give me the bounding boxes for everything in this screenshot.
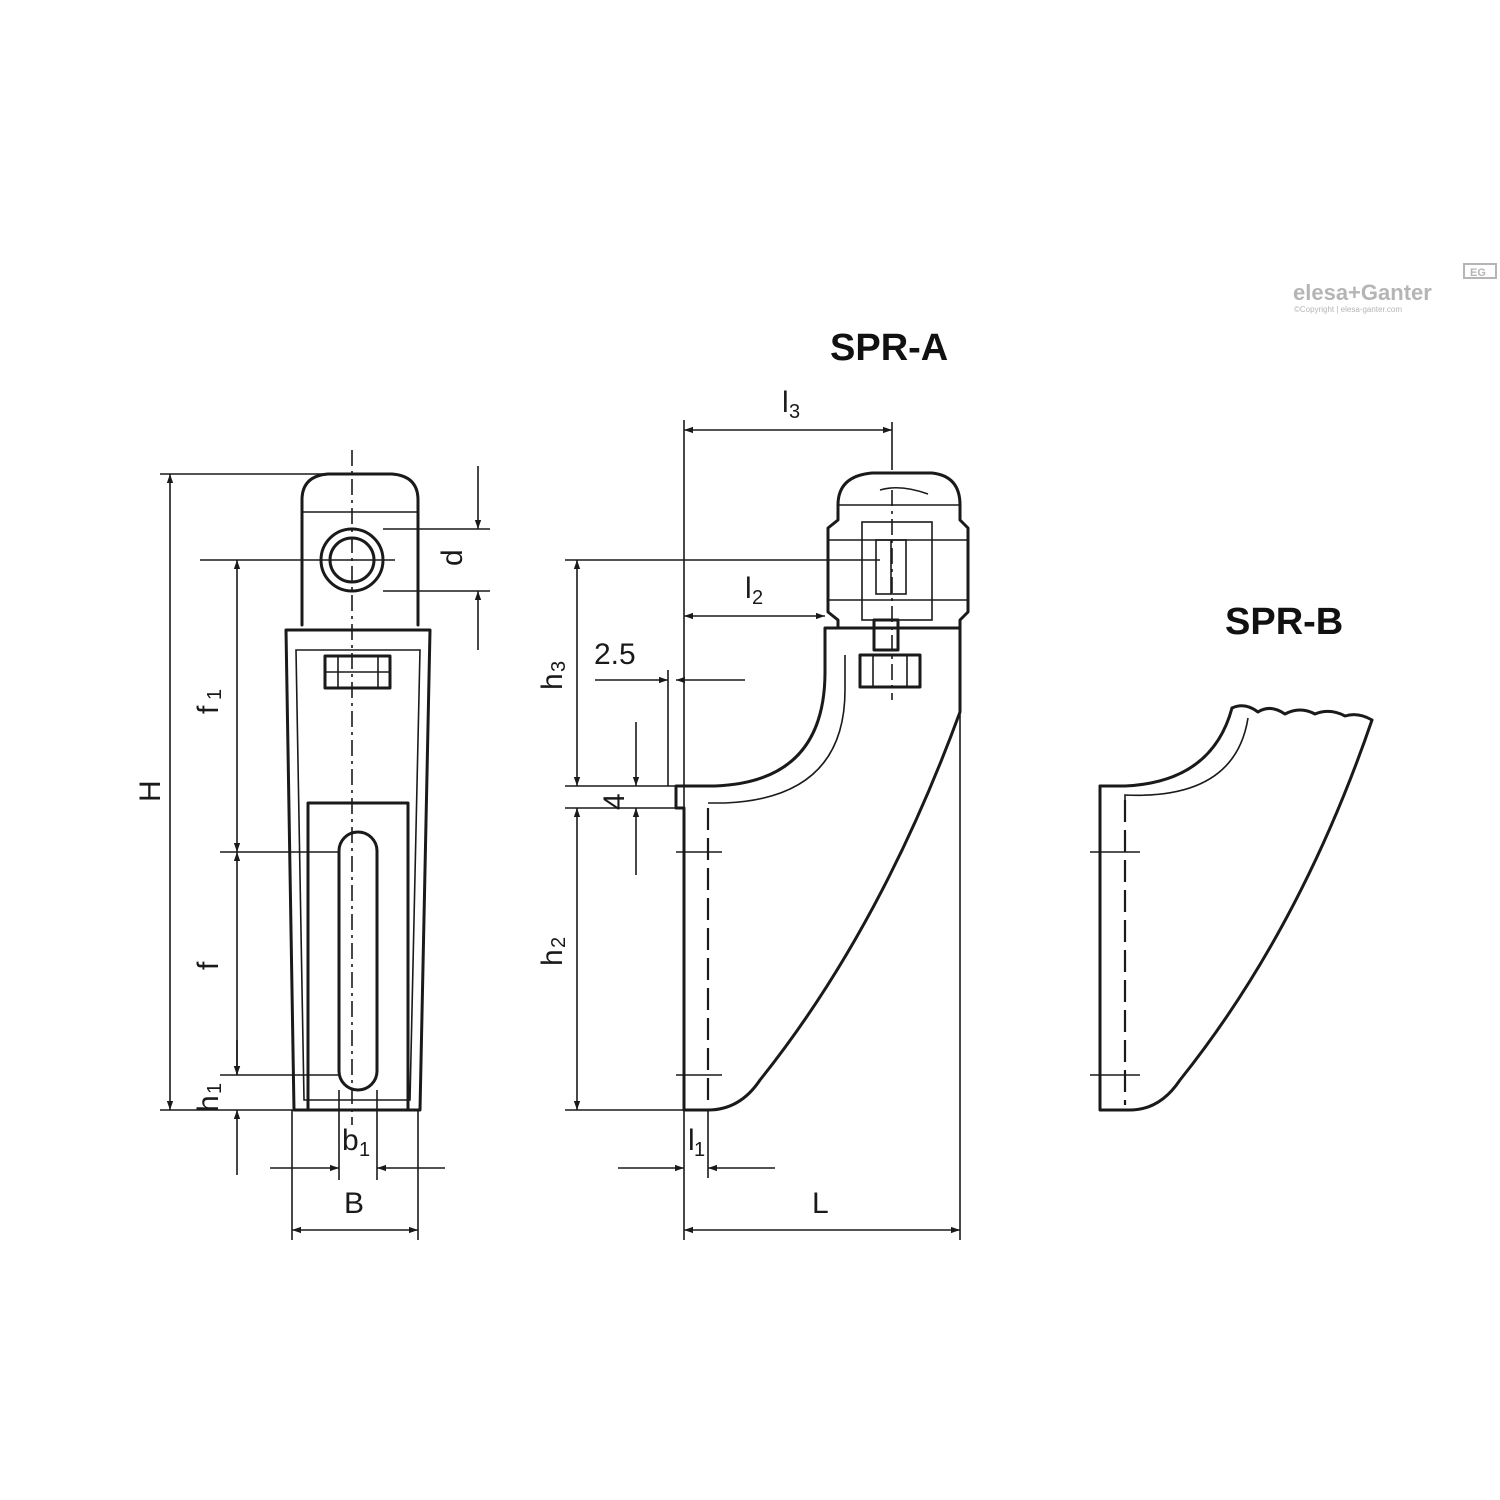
spr-b-break-line [1230, 704, 1374, 722]
dim-f1-label: f [192, 705, 225, 714]
front-view-slot-frame [306, 801, 410, 1112]
side-view-nut [858, 653, 922, 689]
dim-f1-sub: 1 [204, 689, 226, 700]
dim-l2-sub: 2 [752, 587, 763, 609]
side-view-bolt [872, 618, 900, 652]
dim-h2-label: h [536, 949, 569, 966]
side-view-dimensions: l 3 l 2 h 3 h 2 2.5 4 l 1 L [536, 386, 961, 1240]
dim-f-label: f [192, 961, 225, 970]
dim-H-label: H [134, 780, 167, 802]
side-view-rib [708, 655, 846, 804]
dim-4-label: 4 [598, 793, 631, 810]
front-view [284, 450, 432, 1125]
side-view-clamp-block [826, 503, 970, 630]
spr-b-top-curve [1098, 706, 1234, 788]
dim-L-label: L [812, 1187, 829, 1220]
dim-d-label: d [436, 549, 469, 566]
dim-h3-label: h [536, 673, 569, 690]
spr-b-body [1098, 718, 1374, 1112]
dim-h2-sub: 2 [548, 937, 570, 948]
front-view-body [284, 628, 432, 1112]
side-view-pin-highlight [879, 486, 929, 495]
front-view-slot [337, 830, 379, 1092]
side-view-spr-a [674, 471, 970, 1112]
front-view-inner-rim [295, 649, 421, 1101]
brand-badge-frame [1463, 263, 1497, 279]
front-view-pin-head [300, 472, 420, 627]
dim-l2-label: l [745, 572, 752, 605]
brand-name: elesa+Ganter [1293, 280, 1432, 305]
title-spr-b: SPR-B [1225, 601, 1343, 643]
brand-copyright: ©Copyright | elesa-ganter.com [1294, 305, 1402, 314]
dim-b1-sub: 1 [359, 1139, 370, 1161]
dim-h1-label: h [192, 1095, 225, 1112]
side-view-clamp-core [861, 521, 933, 621]
brand-logo: elesa+Ganter EG ©Copyright | elesa-gante… [1293, 263, 1497, 314]
title-spr-a: SPR-A [830, 327, 948, 369]
dim-l3-label: l [782, 386, 789, 419]
dim-B-label: B [344, 1187, 364, 1220]
dim-b1-label: b [342, 1124, 359, 1157]
spr-b-rib [1124, 717, 1249, 800]
side-view-body [674, 626, 962, 1112]
side-view-pin-head [836, 471, 962, 507]
side-view-spr-b [1090, 704, 1374, 1112]
front-view-dimensions: H f 1 f h 1 d b 1 B [134, 466, 490, 1240]
dim-h3-sub: 3 [548, 661, 570, 672]
dim-l1-sub: 1 [694, 1139, 705, 1161]
dim-l1-label: l [688, 1124, 695, 1157]
dim-l3-sub: 3 [789, 401, 800, 423]
dim-25-label: 2.5 [594, 638, 636, 671]
brand-badge: EG [1470, 267, 1486, 279]
dim-h1-sub: 1 [204, 1083, 226, 1094]
